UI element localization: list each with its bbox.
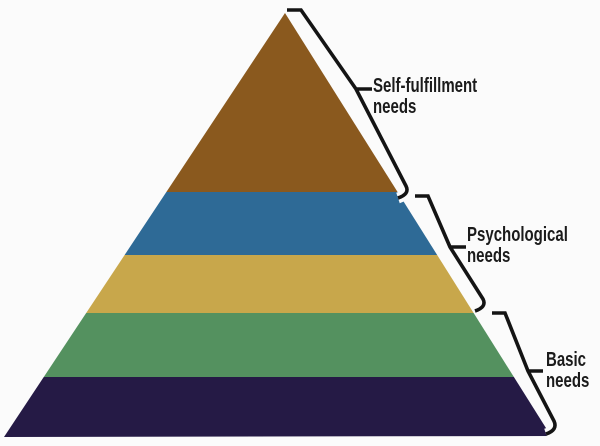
bracket-basic (492, 311, 557, 436)
label-psychological-needs: Psychological needs (467, 224, 568, 267)
label-basic-needs: Basic needs (546, 349, 590, 392)
bracket-self-fulfillment (287, 8, 409, 200)
pyramid-tier-physiological (4, 377, 551, 437)
label-self-fulfillment-needs: Self-fulfillment needs (373, 75, 478, 118)
brackets (287, 8, 557, 436)
bracket-psychological (415, 194, 486, 313)
pyramid-tier-safety (4, 313, 551, 377)
